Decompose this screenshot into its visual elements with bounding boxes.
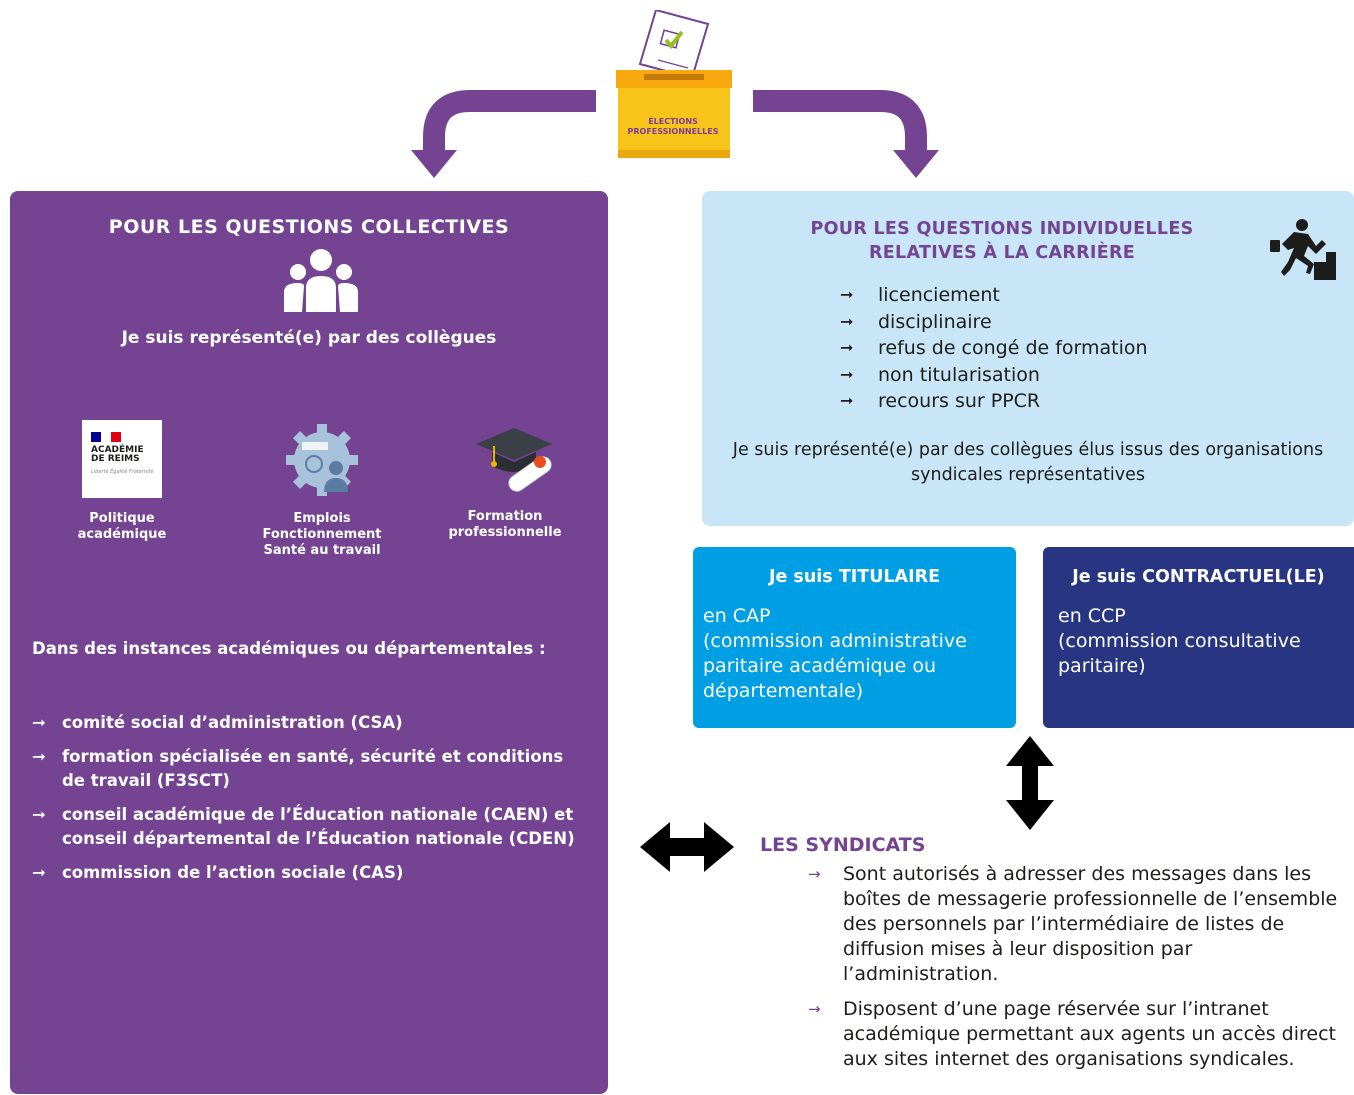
contractuel-head-prefix: Je suis [1072, 567, 1143, 587]
arrow-right-icon: ➞ [840, 311, 854, 331]
titulaire-heading: Je suis TITULAIRE [693, 567, 1016, 587]
theme-caption-line: professionnelle [448, 525, 562, 540]
titulaire-head-prefix: Je suis [768, 567, 839, 587]
logo-motto: Liberté Égalité Fraternité [91, 469, 154, 475]
right-arrowhead [893, 150, 939, 178]
contractuel-head-strong: CONTRACTUEL(LE) [1142, 567, 1325, 587]
contractuel-heading: Je suis CONTRACTUEL(LE) [1043, 567, 1354, 587]
theme-caption-line: Formation [467, 509, 543, 524]
collective-title: POUR LES QUESTIONS COLLECTIVES [108, 216, 510, 238]
arrow-right-icon: ➞ [840, 338, 854, 357]
contractuel-line: (commission consultative [1058, 630, 1301, 652]
list-item: ➞ refus de congé de formation [840, 335, 1148, 362]
left-arrowhead [411, 150, 457, 178]
instances-list: ➞ comité social d’administration (CSA) ➞ f… [32, 711, 582, 895]
arrow-right-icon: ➞ [840, 391, 854, 410]
arrow-right-icon: ➞ [32, 863, 46, 882]
theme-caption-emplois: Emplois Fonctionnement Santé au travail [237, 511, 407, 559]
arrow-right-icon: ➞ [32, 805, 46, 824]
individual-representation: Je suis représenté(e) par des collègues … [732, 440, 1324, 485]
syndicats-list: → Sont autorisés à adresser des messages … [808, 862, 1348, 1082]
instance-text: comité social d’administration (CSA) [62, 713, 403, 732]
instance-text: conseil académique de l’Éducation nation… [62, 805, 575, 848]
list-item: ➞ licenciement [840, 282, 1148, 309]
titulaire-box: Je suis TITULAIRE en CAP (commission adm… [693, 547, 1016, 728]
french-flag-icon [91, 432, 121, 442]
ballot-label-line1: ÉLECTIONS [648, 117, 698, 126]
list-item: ➞ comité social d’administration (CSA) [32, 711, 582, 735]
collective-panel: POUR LES QUESTIONS COLLECTIVES Je suis r… [10, 191, 608, 1094]
theme-caption-line: Emplois [293, 511, 351, 526]
left-curved-arrow [423, 90, 596, 150]
theme-caption-formation: Formation professionnelle [420, 509, 590, 541]
collective-subtitle: Je suis représenté(e) par des collègues [121, 328, 497, 348]
titulaire-body: en CAP (commission administrative parita… [703, 604, 967, 704]
logo-line2: DE REIMS [91, 454, 140, 464]
logo-text: ACADÉMIE DE REIMS [91, 446, 144, 464]
individual-title-line2: RELATIVES À LA CARRIÈRE [869, 243, 1135, 263]
contractuel-line: paritaire) [1058, 655, 1146, 677]
arrow-right-icon: ➞ [840, 285, 854, 304]
career-item: non titularisation [878, 363, 1040, 386]
logo-line1: ACADÉMIE [91, 445, 144, 455]
career-item: licenciement [878, 284, 1000, 306]
arrow-right-icon: ➞ [840, 364, 854, 384]
gear-person-icon [286, 424, 358, 496]
vertical-double-arrow-icon [1006, 736, 1054, 830]
theme-caption-politique: Politique académique [37, 511, 207, 543]
arrow-right-icon: → [808, 865, 821, 883]
instances-intro: Dans des instances académiques ou départ… [32, 639, 546, 658]
list-item: ➞ formation spécialisée en santé, sécurit… [32, 745, 582, 793]
horizontal-double-arrow-icon [640, 822, 734, 872]
career-item: recours sur PPCR [878, 390, 1041, 412]
individual-title: POUR LES QUESTIONS INDIVIDUELLES RELATIV… [782, 217, 1222, 265]
syndicats-item: Sont autorisés à adresser des messages d… [843, 863, 1338, 985]
contractuel-body: en CCP (commission consultative paritair… [1058, 604, 1301, 679]
arrow-right-icon: ➞ [32, 713, 46, 732]
list-item: ➞ non titularisation [840, 362, 1148, 389]
instance-text: commission de l’action sociale (CAS) [62, 863, 404, 882]
arrow-right-icon: → [808, 1000, 821, 1018]
titulaire-head-strong: TITULAIRE [838, 567, 941, 587]
list-item: ➞ recours sur PPCR [840, 388, 1148, 415]
titulaire-line: départementale) [703, 680, 864, 702]
titulaire-line: paritaire académique ou [703, 655, 937, 677]
list-item: ➞ commission de l’action sociale (CAS) [32, 861, 582, 885]
contractuel-line: en CCP [1058, 605, 1126, 627]
graduation-cap-icon [476, 428, 552, 492]
instance-text: formation spécialisée en santé, sécurité… [62, 747, 564, 790]
theme-caption-line: Politique [89, 511, 155, 526]
list-item: ➞ disciplinaire [840, 309, 1148, 336]
syndicats-title: LES SYNDICATS [760, 834, 926, 856]
theme-caption-line: académique [77, 527, 167, 542]
career-item: refus de congé de formation [878, 337, 1148, 359]
ballot-label-line2: PROFESSIONNELLES [627, 127, 719, 136]
arrow-right-icon: ➞ [32, 747, 46, 766]
theme-caption-line: Santé au travail [263, 543, 381, 558]
list-item: → Sont autorisés à adresser des messages … [808, 862, 1348, 987]
list-item: → Disposent d’une page réservée sur l’int… [808, 997, 1348, 1072]
titulaire-line: en CAP [703, 605, 771, 627]
contractuel-box: Je suis CONTRACTUEL(LE) en CCP (commissi… [1043, 547, 1354, 728]
split-arrows [411, 90, 939, 178]
titulaire-line: (commission administrative [703, 630, 967, 652]
career-items-list: ➞ licenciement ➞ disciplinaire ➞ refus de c… [840, 282, 1148, 415]
theme-caption-line: Fonctionnement [262, 527, 382, 542]
group-people-icon [284, 249, 358, 312]
academie-logo: ACADÉMIE DE REIMS Liberté Égalité Frater… [82, 420, 162, 498]
career-runner-icon [1270, 219, 1336, 280]
individual-title-line1: POUR LES QUESTIONS INDIVIDUELLES [810, 219, 1194, 239]
ballot-label: ÉLECTIONS PROFESSIONNELLES [618, 117, 728, 137]
right-curved-arrow [753, 90, 927, 150]
career-item: disciplinaire [878, 310, 992, 333]
individual-panel: POUR LES QUESTIONS INDIVIDUELLES RELATIV… [702, 191, 1354, 526]
ballot-box-icon [616, 10, 732, 158]
syndicats-item: Disposent d’une page réservée sur l’intr… [843, 998, 1336, 1070]
list-item: ➞ conseil académique de l’Éducation natio… [32, 803, 582, 851]
